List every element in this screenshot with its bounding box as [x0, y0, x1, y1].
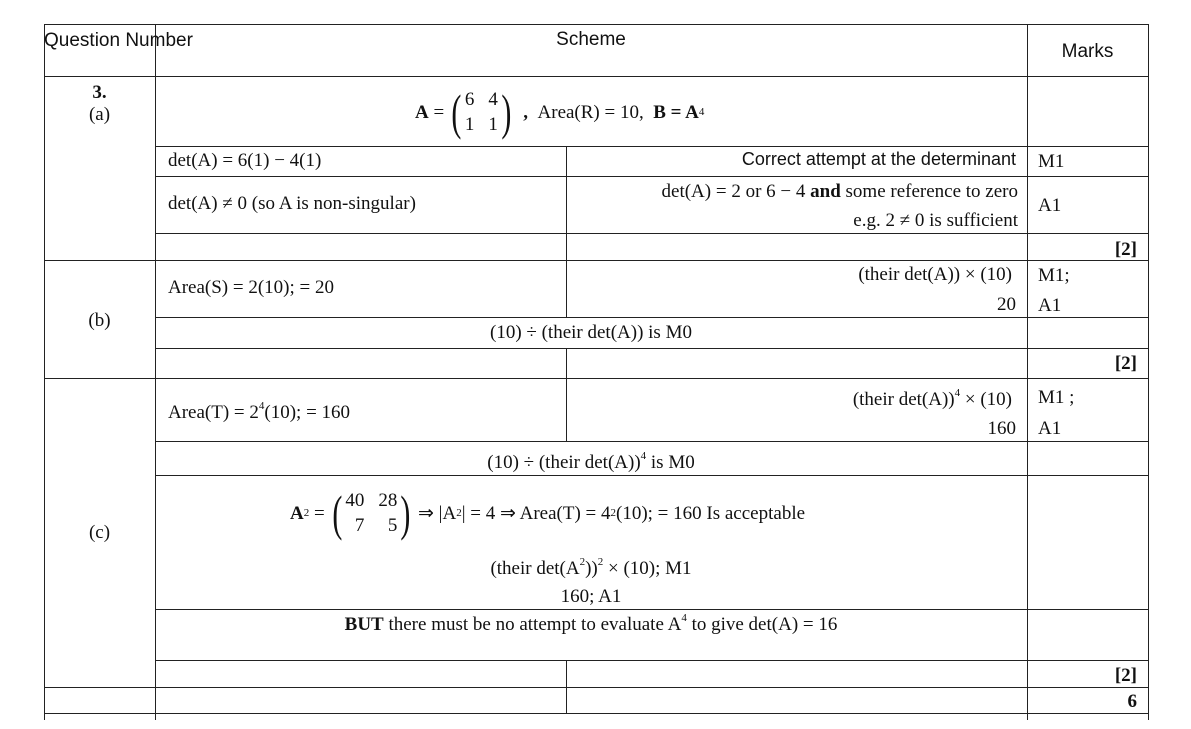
b-mark-1: M1;: [1038, 265, 1070, 286]
c-note-1: (their det(A))4 × (10): [852, 387, 1012, 410]
part-c-label: (c): [88, 522, 111, 543]
c-but: BUT there must be no attempt to evaluate…: [344, 612, 838, 635]
b-note-1: (their det(A)) × (10): [858, 264, 1012, 285]
header-marks: Marks: [1061, 41, 1114, 62]
matrix-A-label: A: [415, 101, 429, 123]
B-def: B = A: [653, 101, 699, 123]
c-alt-line3: 160; A1: [560, 586, 622, 607]
a-note-2b: e.g. 2 ≠ 0 is sufficient: [853, 210, 1018, 231]
c-note-2: 160: [987, 418, 1017, 439]
c-work: Area(T) = 24(10); = 160: [168, 400, 351, 423]
a-note-2: det(A) = 2 or 6 − 4 and some reference t…: [661, 181, 1018, 202]
b-total: [2]: [1114, 353, 1137, 374]
header-question-number: Question Number: [44, 30, 193, 51]
a-work-1: det(A) = 6(1) − 4(1): [168, 150, 322, 171]
question-number: 3.: [92, 82, 107, 103]
grand-total: 6: [1127, 691, 1138, 712]
a-note-1: Correct attempt at the determinant: [741, 149, 1016, 169]
area-R: Area(R) = 10,: [537, 101, 644, 123]
header-scheme: Scheme: [556, 29, 626, 50]
c-alt-line2: (their det(A2))2 × (10); M1: [490, 556, 692, 579]
c-alt: (10) ÷ (their det(A))4 is M0: [487, 450, 695, 473]
b-work: Area(S) = 2(10); = 20: [168, 277, 334, 298]
b-mark-2: A1: [1038, 295, 1062, 316]
a-mark-2: A1: [1038, 195, 1062, 216]
c-mark-2: A1: [1038, 418, 1062, 439]
c-mark-1: M1 ;: [1038, 387, 1075, 408]
b-note-2: 20: [997, 294, 1016, 315]
b-alt: (10) ÷ (their det(A)) is M0: [490, 322, 692, 343]
a-work-2: det(A) ≠ 0 (so A is non-singular): [168, 193, 416, 214]
a-mark-1: M1: [1038, 151, 1065, 172]
c-total: [2]: [1114, 665, 1137, 686]
part-b-label: (b): [88, 310, 111, 331]
part-a-label: (a): [88, 104, 111, 125]
a-total: [2]: [1114, 239, 1137, 260]
